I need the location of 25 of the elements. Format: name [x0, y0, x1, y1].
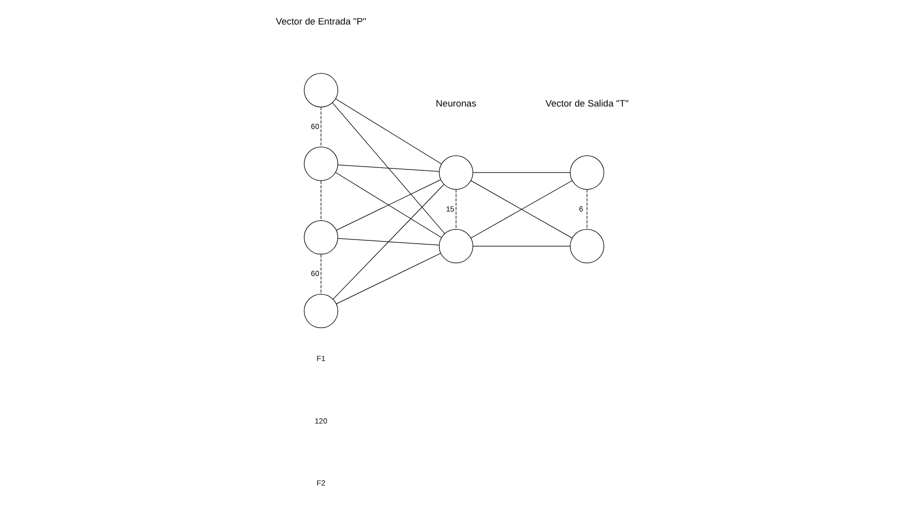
node-circle [570, 155, 604, 190]
connector [338, 164, 440, 172]
node-circle [438, 155, 474, 190]
node-circle [304, 220, 338, 255]
connector [332, 184, 444, 300]
connector [336, 179, 442, 231]
connector [586, 189, 588, 230]
connector [320, 180, 322, 221]
connector [332, 102, 445, 234]
label: Vector de Salida "T" [546, 98, 629, 109]
connector [336, 252, 442, 304]
connector [320, 106, 322, 148]
connector [470, 180, 572, 238]
connector [335, 172, 442, 238]
node-circle [304, 73, 338, 108]
label: Vector de Entrada "P" [276, 16, 366, 26]
label: Neuronas [436, 98, 476, 109]
node-circle [304, 294, 338, 328]
node-circle [438, 228, 474, 264]
connector [320, 254, 322, 294]
connector [335, 98, 442, 164]
node-circle [570, 228, 604, 264]
connector [338, 238, 440, 246]
connector [472, 172, 570, 173]
node-circle [304, 146, 338, 181]
